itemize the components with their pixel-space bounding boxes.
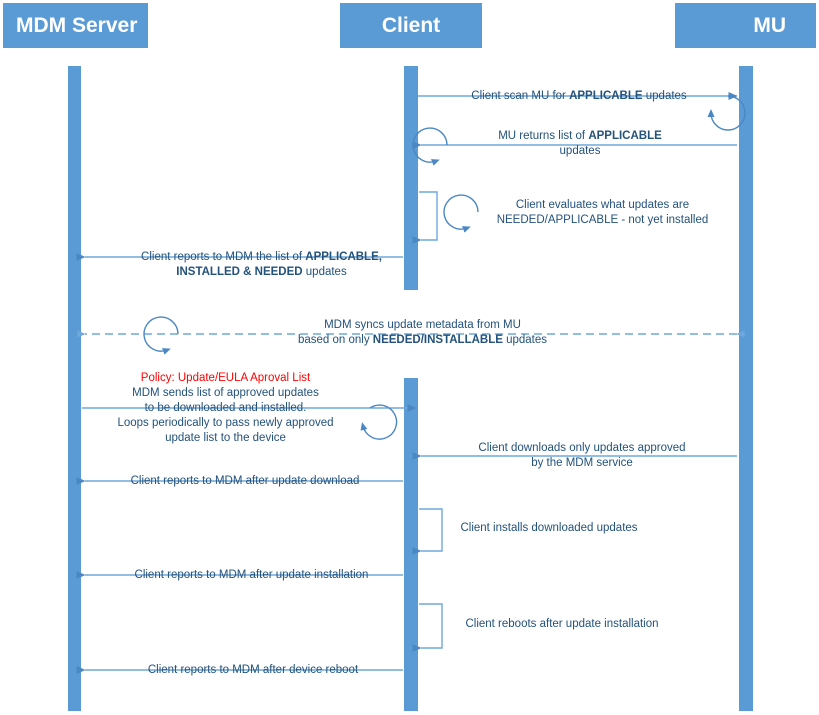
loop-icon-m5	[143, 316, 179, 355]
message-arrow-m3	[412, 191, 479, 244]
participant-header-mu: MU	[675, 3, 816, 48]
loop-icon-m2	[412, 127, 448, 166]
lifeline-client-segment-top	[404, 66, 418, 290]
participant-label-mdm-server: MDM Server	[16, 13, 138, 37]
lifeline-client-segment-bottom	[404, 378, 418, 711]
lifeline-mu	[739, 66, 753, 711]
loop-icon-m1	[707, 95, 746, 131]
lifeline-mdm-server	[68, 66, 81, 711]
message-arrow-m11	[412, 603, 443, 652]
participant-label-mu: MU	[753, 13, 786, 37]
message-arrow-m6	[82, 404, 417, 440]
participant-header-mdm-server: MDM Server	[3, 3, 148, 48]
message-arrow-m5	[77, 316, 745, 355]
message-arrow-m1	[418, 92, 746, 131]
message-arrow-m9	[412, 508, 443, 555]
participant-label-client: Client	[381, 13, 441, 37]
participant-header-client: Client	[340, 3, 482, 48]
message-arrow-m2	[412, 127, 737, 166]
loop-icon-m3	[443, 194, 479, 233]
loop-icon-m6	[360, 404, 398, 440]
